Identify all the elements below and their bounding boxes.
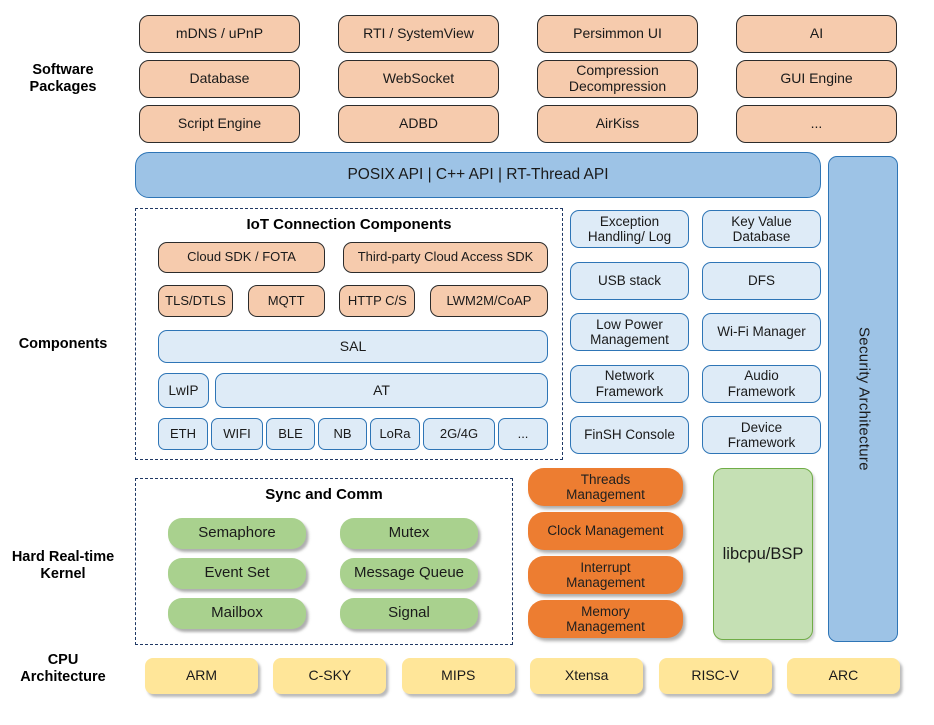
iot-protocol-row: TLS/DTLS MQTT HTTP C/S LWM2M/CoAP [158,285,548,317]
iot-link-ble: BLE [266,418,315,450]
component-usb-stack: USB stack [570,261,689,300]
components-label: Components [18,336,108,352]
sync-mailbox: Mailbox [168,598,306,629]
software-packages-label: Software Packages [29,62,97,96]
sync-mutex: Mutex [340,518,478,549]
package-airkiss: AirKiss [537,105,698,143]
cpu-risc-v: RISC-V [658,658,772,694]
iot-lwm2m-coap: LWM2M/CoAP [429,285,548,317]
iot-network-row: LwIP AT [158,373,548,408]
iot-http-cs: HTTP C/S [339,285,416,317]
component-key-value-database: Key Value Database [702,210,821,248]
component-finsh-console: FinSH Console [570,416,689,454]
cpu-architecture-row: ARM C-SKY MIPS Xtensa RISC-V ARC [145,658,900,694]
cpu-arm: ARM [145,658,258,694]
component-device-framework: Device Framework [702,416,821,454]
package-mdns-upnp: mDNS / uPnP [139,15,300,53]
package-gui-engine: GUI Engine [736,60,897,98]
cpu-xtensa: Xtensa [530,658,644,694]
iot-mqtt: MQTT [247,285,325,317]
package-compression-decompression: Compression Decompression [537,60,698,98]
package-adbd: ADBD [338,105,499,143]
iot-link-more: ... [498,418,548,450]
iot-link-2g4g: 2G/4G [423,418,495,450]
sync-event-set: Event Set [168,558,306,589]
sync-and-comm-box: Sync and Comm Semaphore Mutex Event Set … [135,478,513,645]
sync-semaphore: Semaphore [168,518,306,549]
security-architecture-bar: Security Architecture [828,156,898,642]
software-packages-grid: mDNS / uPnP RTI / SystemView Persimmon U… [139,15,897,143]
iot-link-wifi: WIFI [211,418,263,450]
iot-connection-components-box: IoT Connection Components Cloud SDK / FO… [135,208,563,460]
cpu-mips: MIPS [401,658,515,694]
package-websocket: WebSocket [338,60,499,98]
sync-signal: Signal [340,598,478,629]
kernel-label: Hard Real-time Kernel [11,549,115,583]
component-network-framework: Network Framework [570,364,689,403]
component-low-power-management: Low Power Management [570,313,689,351]
cpu-architecture-label: CPU Architecture [20,652,106,686]
sync-grid: Semaphore Mutex Event Set Message Queue … [168,518,478,629]
iot-at: AT [215,373,548,408]
cpu-c-sky: C-SKY [273,658,387,694]
cpu-arc: ARC [786,658,900,694]
iot-third-party-cloud-access-sdk: Third-party Cloud Access SDK [343,242,548,273]
libcpu-bsp-box: libcpu/BSP [713,468,813,640]
component-wifi-manager: Wi-Fi Manager [702,313,821,351]
component-dfs: DFS [702,261,821,300]
package-ai: AI [736,15,897,53]
iot-lwip: LwIP [158,373,209,408]
iot-link-nb: NB [318,418,367,450]
iot-connection-components-title: IoT Connection Components [246,216,452,233]
iot-cloud-row: Cloud SDK / FOTA Third-party Cloud Acces… [158,242,548,273]
component-exception-handling-log: Exception Handling/ Log [570,210,689,248]
package-script-engine: Script Engine [139,105,300,143]
package-database: Database [139,60,300,98]
api-bar: POSIX API | C++ API | RT-Thread API [135,152,821,198]
components-grid: Exception Handling/ Log Key Value Databa… [570,210,821,454]
package-more: ... [736,105,897,143]
sync-and-comm-title: Sync and Comm [265,486,383,503]
iot-link-lora: LoRa [370,418,420,450]
sync-message-queue: Message Queue [340,558,478,589]
mgmt-clock: Clock Management [528,512,683,550]
iot-tls-dtls: TLS/DTLS [158,285,233,317]
mgmt-threads: Threads Management [528,468,683,506]
component-audio-framework: Audio Framework [702,364,821,403]
package-persimmon-ui: Persimmon UI [537,15,698,53]
kernel-management-column: Threads Management Clock Management Inte… [528,468,683,638]
iot-sal: SAL [158,330,548,363]
package-rti-systemview: RTI / SystemView [338,15,499,53]
iot-cloud-sdk-fota: Cloud SDK / FOTA [158,242,325,273]
iot-link-eth: ETH [158,418,208,450]
iot-link-row: ETH WIFI BLE NB LoRa 2G/4G ... [158,418,548,450]
mgmt-interrupt: Interrupt Management [528,556,683,594]
mgmt-memory: Memory Management [528,600,683,638]
